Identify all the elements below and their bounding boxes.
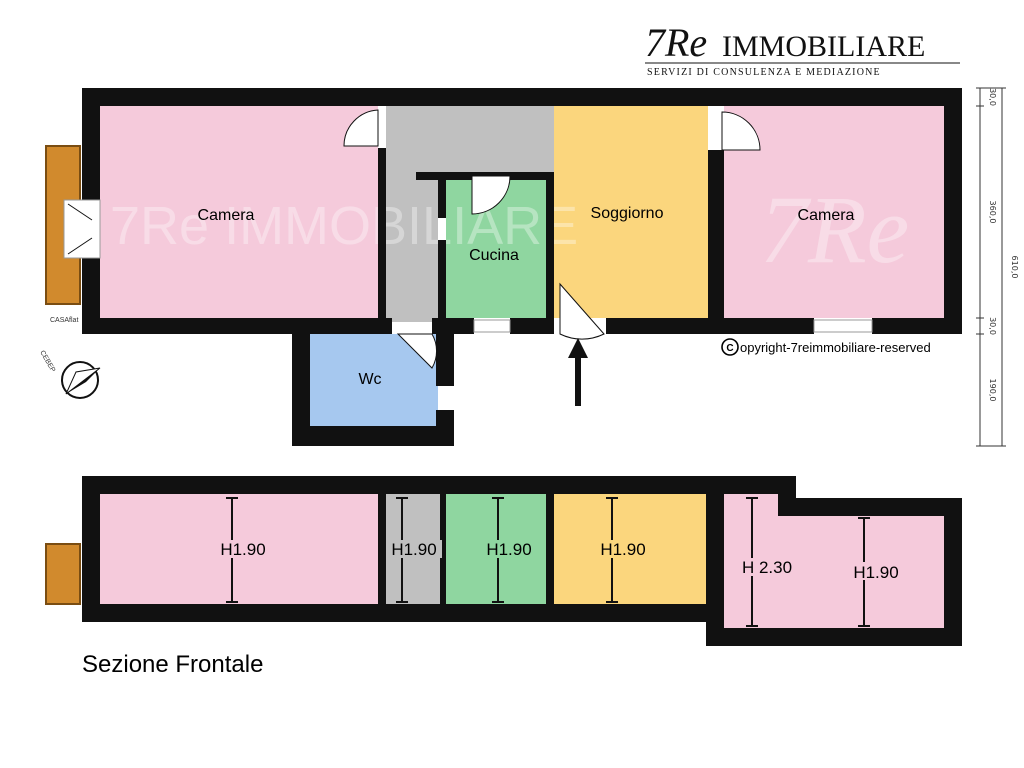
height-label: H 2.30 (742, 558, 792, 577)
wall (778, 476, 796, 516)
section-balcony (45, 543, 81, 605)
logo-tagline: SERVIZI DI CONSULENZA E MEDIAZIONE (647, 67, 881, 78)
wall (872, 318, 962, 334)
room-camera-left (100, 106, 378, 318)
wall (292, 334, 310, 446)
copyright-text: opyright-7reimmobiliare-reserved (740, 340, 931, 355)
window (813, 319, 873, 333)
window-balcony-door (63, 199, 101, 259)
watermark-logo: 7Re (760, 176, 909, 283)
door-leaf (67, 203, 93, 255)
wall (440, 494, 446, 604)
wall (606, 318, 814, 334)
wall (438, 240, 446, 334)
label-wc: Wc (358, 371, 381, 388)
wall (436, 410, 454, 446)
wall (378, 494, 386, 604)
wall (82, 88, 100, 200)
dim-label: 360,0 (988, 201, 997, 224)
logo-name: IMMOBILIARE (722, 30, 925, 63)
label-bg (214, 540, 272, 558)
label-camera-left: Camera (198, 207, 255, 224)
room-camera-right (724, 106, 944, 318)
section-walls (82, 476, 962, 646)
room-corridor (386, 172, 438, 322)
dim-label: 190,0 (988, 379, 997, 402)
brand-logo: 7Re IMMOBILIARE SERVIZI DI CONSULENZA E … (645, 20, 960, 78)
label-bg (736, 558, 800, 576)
wall (82, 476, 796, 494)
door-swing-entry (559, 282, 605, 340)
label-bg (386, 540, 442, 558)
walls (82, 88, 962, 446)
wall (82, 318, 392, 334)
wall (82, 258, 100, 334)
logo-mark: 7Re (645, 20, 707, 65)
label-bg (480, 540, 538, 558)
wall (436, 334, 454, 386)
label-cucina: Cucina (469, 247, 519, 264)
wall (82, 88, 962, 106)
section-fills (45, 494, 944, 628)
wall (510, 318, 554, 334)
dim-label-total: 610,0 (1010, 256, 1019, 279)
wall (708, 150, 724, 334)
dim-label: 30,0 (988, 88, 997, 106)
door-swing (471, 175, 511, 215)
height-label: H1.90 (853, 563, 898, 582)
copyright-symbol: C (726, 343, 733, 354)
wall (546, 494, 554, 604)
wall (944, 88, 962, 334)
height-label: H1.90 (391, 540, 436, 559)
room-corridor-top (386, 106, 554, 172)
dim-label: 30,0 (988, 317, 997, 335)
height-label: H1.90 (600, 540, 645, 559)
compass-icon: CEBEP (38, 350, 101, 399)
wall (292, 426, 454, 446)
dimension-line (976, 87, 1006, 447)
doors (67, 109, 761, 369)
wall (438, 172, 446, 218)
label-camera-right: Camera (798, 207, 855, 224)
label-bg (594, 540, 652, 558)
watermark-text: 7Re IMMOBILIARE (110, 196, 578, 256)
label-soggiorno: Soggiorno (591, 205, 664, 222)
copyright-icon (721, 338, 739, 356)
windows (63, 199, 873, 333)
room-soggiorno (554, 106, 708, 318)
wall (546, 172, 554, 334)
wall (378, 148, 386, 334)
height-label: H1.90 (486, 540, 531, 559)
door-swing (721, 111, 761, 151)
copyright: C opyright-7reimmobiliare-reserved (721, 338, 931, 356)
section-title: Sezione Frontale (82, 651, 263, 678)
wall (432, 318, 474, 334)
wall (706, 628, 962, 646)
compass-label: CEBEP (38, 350, 56, 374)
wall (944, 498, 962, 646)
wall (82, 604, 724, 622)
wall (82, 476, 100, 622)
wall (778, 498, 962, 516)
door-swing (396, 333, 438, 369)
label-bg (846, 562, 906, 580)
window (473, 319, 511, 333)
casa-label: CASAflat (50, 317, 78, 324)
entry-arrow (568, 338, 588, 406)
height-label: H1.90 (220, 540, 265, 559)
door-swing (343, 109, 379, 147)
wall (706, 494, 724, 646)
